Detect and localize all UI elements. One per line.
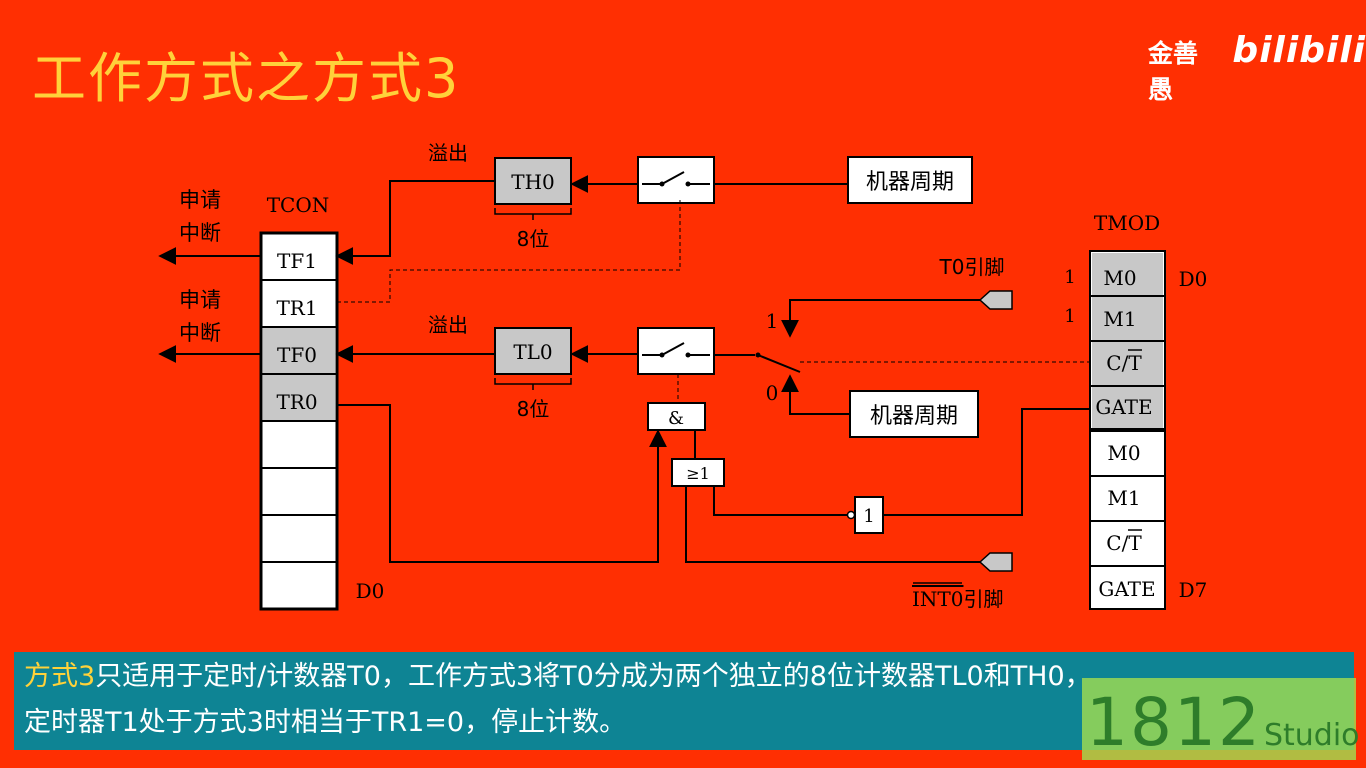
slide-title: 工作方式之方式3 [32,47,461,110]
caption-line-2: 定时器T1处于方式3时相当于TR1=0，停止计数。 [24,707,627,738]
tl0-label: TL0 [513,340,552,364]
th0-label: TH0 [511,170,555,194]
bits-bottom-label: 8位 [517,397,550,421]
th0-brace [494,208,572,220]
overflow-top-label: 溢出 [428,141,468,165]
caption-highlight: 方式3 [24,661,96,692]
t0-pin-label: T0引脚 [939,255,1005,279]
int0-to-or-line [685,486,980,563]
or-gate [671,458,725,487]
machine-cycle-bottom-label: 机器周期 [870,404,958,429]
t0-pin-line [781,299,980,338]
tmod-cell-m0: M0 [1103,266,1136,290]
int0-pin-connector [978,552,1013,572]
tmod-dividers [1090,295,1165,567]
t0-pin-connector [978,290,1013,310]
selector-0-label: 0 [766,381,779,405]
tr0-to-and-line [337,404,667,563]
irq-bottom-line2: 中断 [179,321,221,345]
machine-cycle-bottom-line [781,374,850,415]
tr1-control-dashed [337,200,681,303]
tcon-d0-label: D0 [356,579,385,603]
and-gate-label: & [668,408,684,429]
tcon-cell-tr0: TR0 [276,390,317,414]
tl0-switch-icon [642,342,710,358]
caption-line-1: 方式3只适用于定时/计数器T0，工作方式3将T0分成为两个独立的8位计数器TL0… [24,654,1344,700]
tcon-dividers [261,279,337,563]
tmod-d0-label: D0 [1179,267,1208,291]
bilibili-logo: bilibili [1232,30,1366,71]
int0-pin-label: INT0引脚 [912,587,1003,611]
tmod-cell-gate-t1: GATE [1098,577,1155,601]
tcon-cell-tf0: TF0 [277,343,317,367]
selector-1-label: 1 [766,309,779,333]
tmod-cell-gate: GATE [1095,395,1152,419]
int0-suffix: 引脚 [963,587,1003,611]
caption-line-1-text: 只适用于定时/计数器T0，工作方式3将T0分成为两个独立的8位计数器TL0和TH… [95,661,1092,692]
tl0-switch-box [637,327,715,375]
tmod-cell-m1-t1: M1 [1107,486,1140,510]
brand-watermark: 金善愚 bilibili [1148,30,1366,106]
irq-top-line1: 申请 [179,188,221,212]
tmod-d7-label: D7 [1179,578,1208,602]
machine-cycle-top-label: 机器周期 [866,170,954,195]
tmod-m0-value: 1 [1064,267,1075,288]
not-gate-bubble [846,510,856,520]
tmod-cell-m0-t1: M0 [1107,441,1140,465]
irq-top-line2: 中断 [179,221,221,245]
author-name: 金善愚 [1148,39,1199,104]
overflow-bottom-label: 溢出 [428,313,468,337]
tcon-label: TCON [267,193,330,217]
machine-cycle-top-box [847,156,973,204]
th0-switch-box [637,156,715,204]
not-to-or-line [713,486,848,516]
selector-blade [757,354,801,373]
or-gate-label: ≥1 [686,464,710,483]
gate-to-not-line [883,408,1090,516]
int0-name: INT0 [912,587,963,611]
not-gate-label: 1 [863,506,874,527]
studio-watermark: 1812 Studio [1082,678,1360,761]
tcon-cell-tf1: TF1 [277,249,317,273]
and-gate [647,402,706,431]
tmod-cell-m1: M1 [1103,307,1136,331]
bits-top-label: 8位 [517,227,550,251]
th0-switch-icon [642,171,710,187]
tl0-brace [494,378,572,390]
tmod-cell-ct-t1: C/T [1106,531,1142,555]
tmod-label: TMOD [1094,211,1160,235]
timer-mode3-diagram: TCON TF1 TR1 TF0 TR0 D0 申请 中断 申请 中断 溢出 T… [158,141,1208,611]
studio-word: Studio [1263,718,1360,753]
th0-overflow-line [335,180,495,265]
th0-counter [494,157,572,205]
studio-number: 1812 [1086,684,1262,761]
tmod-m1-value: 1 [1064,306,1075,327]
tcon-cell-tr1: TR1 [276,296,317,320]
tl0-counter [494,327,572,375]
irq-bottom-line1: 申请 [179,288,221,312]
tmod-cell-ct: C/T [1106,351,1142,375]
